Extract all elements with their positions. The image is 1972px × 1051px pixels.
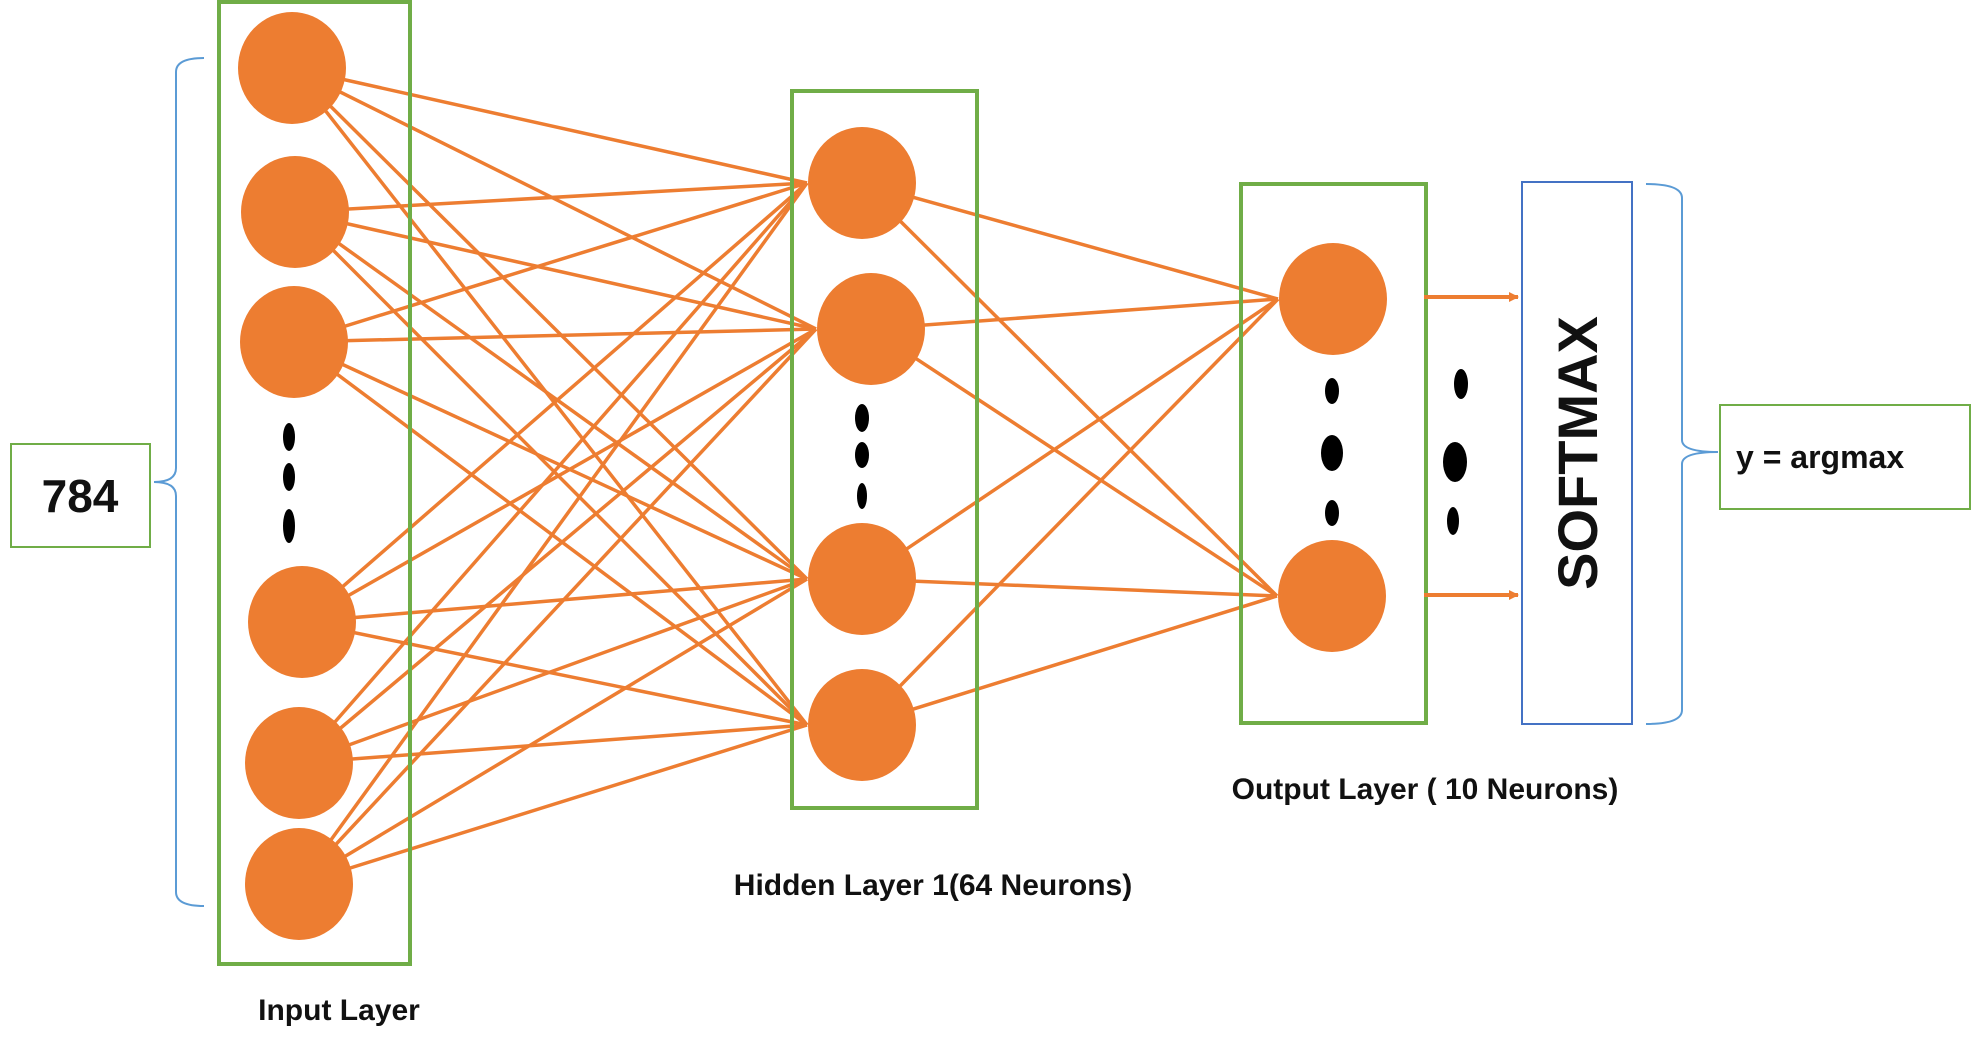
input-hidden-connection [293,340,808,581]
hidden-neuron [808,523,916,635]
softmax-label: SOFTMAX [1546,316,1609,590]
output-layer-box [1239,182,1428,725]
hidden-layer-box [790,89,979,810]
input-count-label: 784 [42,470,119,522]
input-neuron [245,828,353,940]
input-hidden-connection [300,181,809,624]
output-neuron [1278,540,1386,652]
neurons [238,12,1387,940]
hidden-output-connection [861,181,1279,301]
hidden-neuron [808,127,916,239]
input-hidden-connection [297,327,818,765]
hidden-output-connection [861,297,1279,581]
input-hidden-connection [298,577,808,886]
input-hidden-connection [291,66,808,185]
output-neuron [1279,243,1387,355]
input-count-box [10,443,151,548]
input-hidden-connection [297,327,818,886]
input-hidden-connection [298,577,808,765]
input-hidden-connection [298,723,808,886]
input-hidden-connection [294,210,817,331]
input-neuron [241,156,349,268]
hidden-neuron [817,273,925,385]
input-hidden-connection [298,723,808,765]
hidden-output-connection [861,577,1278,598]
input-ellipsis-icon [283,423,295,543]
input-hidden-connection [293,327,817,344]
hidden-ellipsis-icon [855,404,869,509]
hidden-neuron [808,669,916,781]
hidden-output-connection [861,594,1278,727]
input-hidden-connection [293,210,809,581]
hidden-output-connection [860,297,1280,727]
output-ellipsis-icon [1321,378,1343,526]
input-layer-box [217,0,412,966]
input-neuron [245,707,353,819]
input-hidden-connection [290,66,809,581]
softmax-ellipsis-icon [1443,369,1468,535]
connections [290,66,1280,886]
softmax-box [1521,181,1633,725]
argmax-box [1719,404,1971,510]
input-curly-brace-icon [153,57,205,907]
input-layer-label: Input Layer [258,994,420,1027]
input-hidden-connection [292,340,809,727]
argmax-label: y = argmax [1736,439,1904,475]
output-layer-label: Output Layer ( 10 Neurons) [1232,773,1619,806]
hidden-output-connection [870,297,1279,331]
input-neuron [240,286,348,398]
input-neuron [248,566,356,678]
hidden-output-connection [860,181,1279,598]
softmax-curly-brace-icon [1645,183,1719,725]
input-hidden-connection [301,620,808,727]
input-hidden-connection [293,210,809,727]
input-hidden-connection [301,327,817,624]
hidden-layer-label: Hidden Layer 1(64 Neurons) [734,869,1132,902]
input-hidden-connection [297,181,809,886]
input-neuron [238,12,346,124]
input-hidden-connection [293,181,808,344]
input-hidden-connection [294,181,808,214]
input-hidden-connection [297,181,809,765]
input-hidden-connection [301,577,808,624]
hidden-output-connection [870,327,1278,598]
